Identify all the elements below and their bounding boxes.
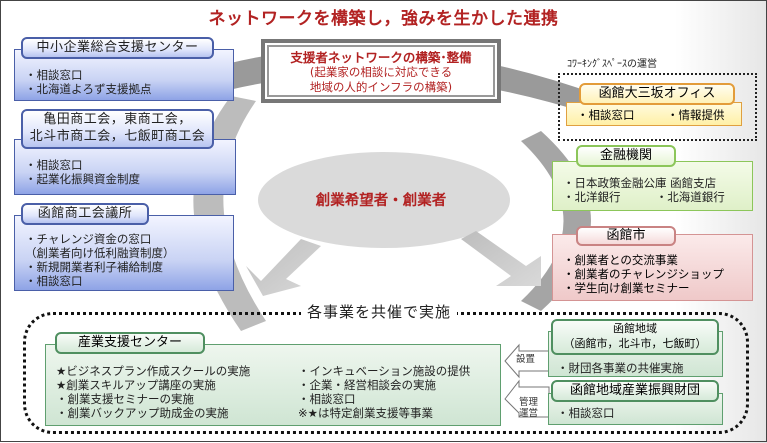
org-item: ・日本政策金融公庫 函館支店 [563,176,717,190]
org-box-industry-support-center: ★ビジネスプラン作成スクールの実施 ★創業スキルアップ講座の実施 ・創業支援セミ… [45,344,501,426]
network-box-line: (起業家の相談に対応できる [309,65,453,79]
center-ellipse [258,152,510,248]
org-item: ・相談窓口 [25,68,83,82]
center-entrepreneurs-label: 創業希望者・創業者 [315,193,447,209]
org-item: ・財団各事業の共催実施 [557,361,684,375]
center-item: ・インキュベーション施設の提供 [298,364,471,378]
org-item: ・創業者のチャレンジショップ [563,267,724,281]
org-title-line: 北斗市商工会，七飯町商工会 [29,129,206,144]
org-item: ・北洋銀行 [563,190,621,204]
org-title-chambers: 亀田商工会，東商工会， 北斗市商工会，七飯町商工会 [21,109,214,149]
org-item: ・北海道銀行 [655,190,725,204]
org-title-sme-support-center: 中小企業総合支援センター [21,37,214,59]
center-item: ※★は特定創業支援等事業 [298,406,433,420]
joint-events-label: 各事業を共催で実施 [301,301,458,322]
org-title-line: （函館市，北斗市，七飯町） [563,337,707,350]
center-item: ★ビジネスプラン作成スクールの実施 [56,364,251,378]
org-title-hakodate-region: 函館地域 （函館市，北斗市，七飯町） [551,319,719,355]
center-item: ・企業・経営相談会の実施 [298,378,436,392]
org-item: ・相談窓口 [557,406,615,420]
org-box-hakodate-chamber: ・チャレンジ資金の窓口 （創業者向け低利融資制度） ・新規開業者利子補給制度 ・… [14,215,234,291]
coworking-dotted-frame [558,73,757,141]
org-title-hakodate-chamber: 函館商工会議所 [21,203,149,225]
org-title-line: 函館地域 [613,322,657,335]
org-box-daisanzaka-office: ・相談窓口 ・情報提供 [566,102,742,126]
org-item: ・起業化振興資金制度 [25,172,140,186]
arrow-manage-label-line: 管理 [519,397,539,408]
arrow-manage-label: 管理 運営 [519,397,538,419]
left-arrows-graphic [504,343,550,418]
org-item: ・北海道よろず支援拠点 [25,82,152,96]
org-title-finance: 金融機関 [576,145,676,167]
org-item: ・チャレンジ資金の窓口 [25,232,152,246]
org-title-hakodate-city: 函館市 [576,226,676,246]
org-item: ・情報提供 [667,108,725,122]
org-item: ・相談窓口 [25,274,83,288]
org-title-daisanzaka-office: 函館大三坂オフィス [579,83,735,105]
coworking-label: ｺﾜｰｷﾝｸﾞｽﾍﾟｰｽの運営 [567,59,657,70]
network-box-heading: 支援者ネットワークの構築･整備 [290,50,472,65]
org-item: ・学生向け創業セミナー [563,281,690,295]
arrow-manage-label-line: 運営 [519,408,539,419]
org-title-line: 亀田商工会，東商工会， [43,112,192,127]
page-title: ネットワークを構築し，強みを生かした連携 [208,9,559,29]
org-item: ・相談窓口 [25,158,83,172]
arrow-down-left [246,239,321,296]
network-building-box: 支援者ネットワークの構築･整備 (起業家の相談に対応できる 地域の人的インフラの… [261,39,501,103]
arrow-setup-label: 設置 [516,354,536,365]
org-item: （創業者向け低利融資制度） [25,246,175,260]
org-title-industry-foundation: 函館地域産業振興財団 [551,380,719,402]
org-item: ・相談窓口 [577,108,635,122]
org-title-industry-support-center: 産業支援センター [55,332,205,354]
center-item: ★創業スキルアップ講座の実施 [56,378,216,392]
arrow-down-right [461,231,541,286]
org-item: ・創業者との交流事業 [563,253,678,267]
center-item: ・創業支援セミナーの実施 [56,392,194,406]
org-item: ・新規開業者利子補給制度 [25,260,163,274]
center-item: ・相談窓口 [298,392,356,406]
org-box-finance: ・日本政策金融公庫 函館支店 ・北洋銀行 ・北海道銀行 [552,161,753,211]
center-item: ・創業バックアップ助成金の実施 [56,406,229,420]
network-box-line: 地域の人的インフラの構築) [309,80,453,94]
